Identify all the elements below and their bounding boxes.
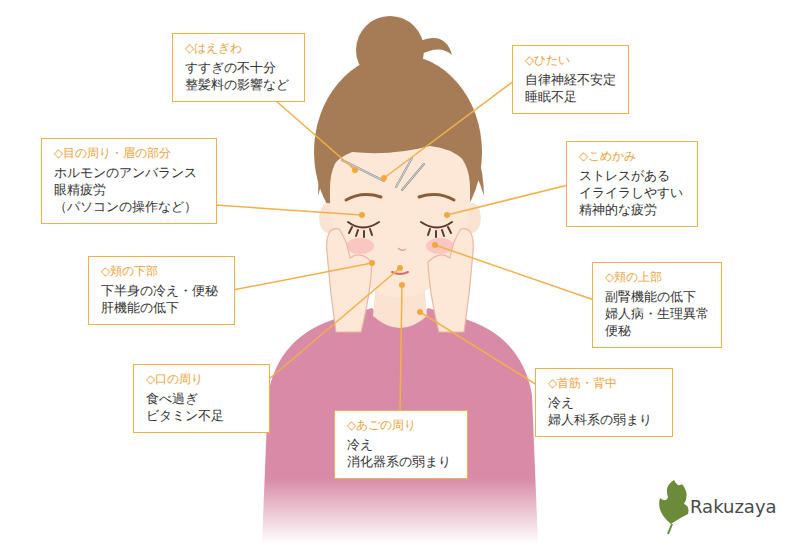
symptom-text: 下半身の冷え・便秘 肝機能の低下 [101, 282, 222, 316]
area-heading: ◇あごの周り [347, 417, 455, 434]
area-heading: ◇首筋・背中 [548, 375, 660, 392]
logo-text: Rakuzaya [690, 496, 777, 517]
area-heading: ◇ひたい [525, 52, 616, 69]
callout-box: ◇目の周り・眉の部分ホルモンのアンバランス 眼精疲労 （パソコンの操作など） [41, 138, 217, 224]
symptom-text: 副腎機能の低下 婦人病・生理異常 便秘 [605, 288, 709, 339]
eyebrow [346, 195, 381, 200]
hair-fringe [318, 98, 484, 196]
callout-box: ◇ひたい自律神経不安定 睡眠不足 [512, 45, 629, 114]
callout-box: ◇頬の上部副腎機能の低下 婦人病・生理異常 便秘 [592, 262, 722, 348]
area-heading: ◇こめかみ [579, 148, 685, 165]
hand [428, 229, 473, 332]
symptom-text: 冷え 消化器系の弱まり [347, 436, 455, 470]
callout-box: ◇こめかみストレスがある イライラしやすい 精神的な疲労 [566, 141, 698, 227]
closed-eye [348, 222, 452, 237]
area-heading: ◇頬の下部 [101, 263, 222, 280]
symptom-text: ストレスがある イライラしやすい 精神的な疲労 [579, 167, 685, 218]
symptom-text: すすぎの不十分 整髪料の影響など [185, 59, 292, 93]
eyebrow [419, 195, 454, 200]
blush [346, 238, 374, 254]
leader-dot [352, 167, 450, 315]
symptom-text: 冷え 婦人科系の弱まり [548, 394, 660, 428]
symptom-text: 食べ過ぎ ビタミン不足 [146, 390, 257, 424]
nose [398, 248, 406, 250]
callout-box: ◇首筋・背中冷え 婦人科系の弱まり [535, 368, 673, 437]
area-heading: ◇口の周り [146, 371, 257, 388]
acupuncture-needle [342, 158, 424, 190]
shirt [262, 308, 538, 544]
callout-box: ◇頬の下部下半身の冷え・便秘 肝機能の低下 [88, 256, 235, 325]
callout-box: ◇はえぎわすすぎの不十分 整髪料の影響など [172, 33, 305, 102]
logo-leaf [659, 480, 688, 534]
symptom-text: ホルモンのアンバランス 眼精疲労 （パソコンの操作など） [54, 164, 204, 215]
callout-box: ◇口の周り食べ過ぎ ビタミン不足 [133, 364, 270, 433]
leader-line [215, 80, 594, 412]
hair-wisp [418, 38, 452, 55]
area-heading: ◇はえぎわ [185, 40, 292, 57]
callout-box: ◇あごの周り冷え 消化器系の弱まり [334, 410, 468, 479]
symptom-text: 自律神経不安定 睡眠不足 [525, 71, 616, 105]
area-heading: ◇目の周り・眉の部分 [54, 145, 204, 162]
hair-bun [356, 16, 424, 84]
hand [327, 229, 372, 332]
area-heading: ◇頬の上部 [605, 269, 709, 286]
